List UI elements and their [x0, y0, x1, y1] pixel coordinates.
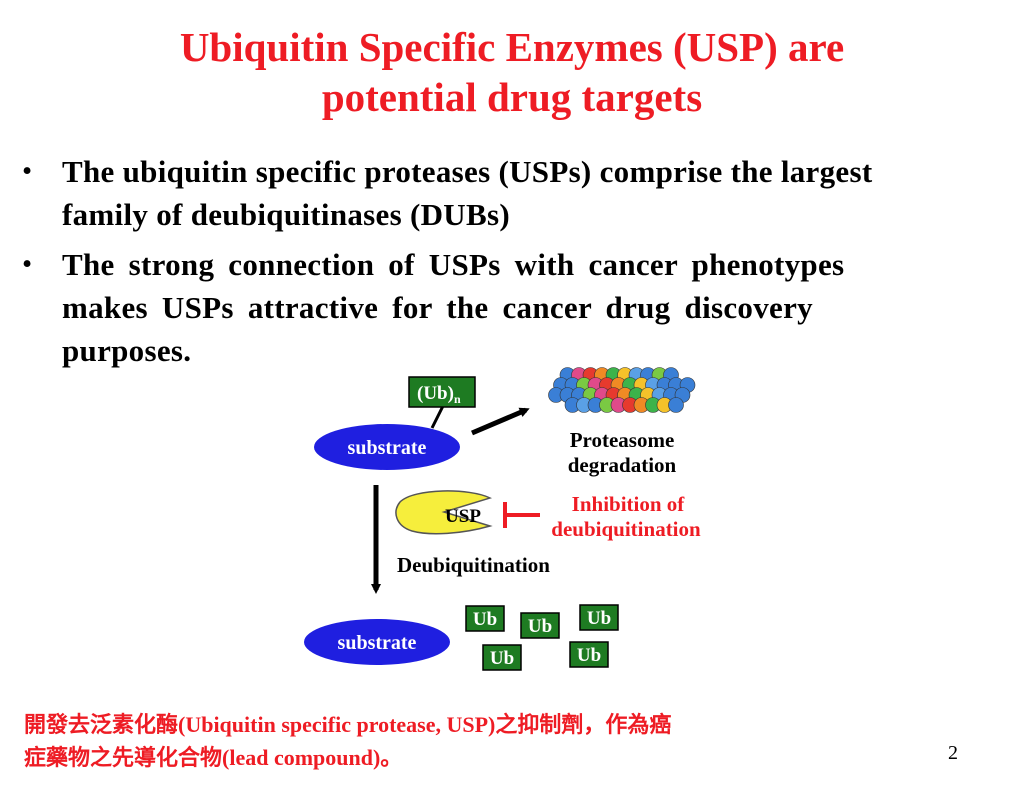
bullet-2-line-1: The strong connection of USPs with cance…: [62, 247, 845, 282]
proteasome-label-line-2: degradation: [568, 453, 677, 477]
ub-tag: [569, 641, 609, 668]
bullet-2-line-3: purposes.: [62, 333, 192, 368]
ub-chain-box: [408, 376, 476, 408]
substrate-bottom: [304, 619, 450, 665]
proteasome-icon: [548, 367, 696, 413]
degradation-arrow: [471, 407, 530, 436]
bullet-item-2: • The strong connection of USPs with can…: [22, 243, 1002, 372]
bullet-dot-icon: •: [22, 248, 33, 280]
title-line-1: Ubiquitin Specific Enzymes (USP) are: [179, 24, 845, 70]
bullet-list: • The ubiquitin specific proteases (USPs…: [22, 150, 1002, 379]
ub-tag: [520, 612, 560, 639]
substrate-top: [314, 424, 460, 470]
usp-enzyme-icon: [395, 490, 493, 535]
usp-label: USP: [445, 506, 481, 527]
ub-chain-link: [430, 403, 446, 429]
ub-tag: [579, 604, 619, 631]
ub-chain-label: (Ub)n: [417, 383, 461, 406]
ub-tag-label: Ub: [577, 645, 601, 666]
ub-tag: [482, 644, 522, 671]
footnote-line-2: 症藥物之先導化合物(lead compound)。: [24, 745, 403, 770]
bullet-2-line-2: makes USPs attractive for the cancer dru…: [62, 290, 813, 325]
deubiquitination-label: Deubiquitination: [397, 553, 550, 577]
ub-tag-label: Ub: [473, 609, 497, 630]
substrate-bottom-label: substrate: [338, 632, 417, 654]
ub-tag-label: Ub: [490, 648, 514, 669]
proteasome-label-line-1: Proteasome: [570, 428, 675, 452]
footnote-line-1: 開發去泛素化酶(Ubiquitin specific protease, USP…: [24, 712, 672, 737]
proteasome-subunit: [668, 397, 684, 413]
ub-tag: [465, 605, 505, 632]
bullet-dot-icon: •: [22, 155, 33, 187]
substrate-top-label: substrate: [348, 437, 427, 459]
page-number: 2: [948, 742, 958, 764]
ub-tag-label: Ub: [587, 608, 611, 629]
slide-title: Ubiquitin Specific Enzymes (USP) are pot…: [0, 22, 1024, 122]
bullet-1-line-1: The ubiquitin specific proteases (USPs) …: [62, 154, 873, 189]
title-line-2: potential drug targets: [321, 74, 703, 120]
inhibition-label-line-1: Inhibition of: [572, 492, 686, 516]
bullet-1-line-2: family of deubiquitinases (DUBs): [62, 197, 510, 232]
inhibition-label-line-2: deubiquitination: [551, 517, 701, 541]
bullet-item-1: • The ubiquitin specific proteases (USPs…: [22, 150, 1002, 236]
chinese-footnote: 開發去泛素化酶(Ubiquitin specific protease, USP…: [24, 708, 671, 774]
ub-tag-label: Ub: [528, 616, 552, 637]
